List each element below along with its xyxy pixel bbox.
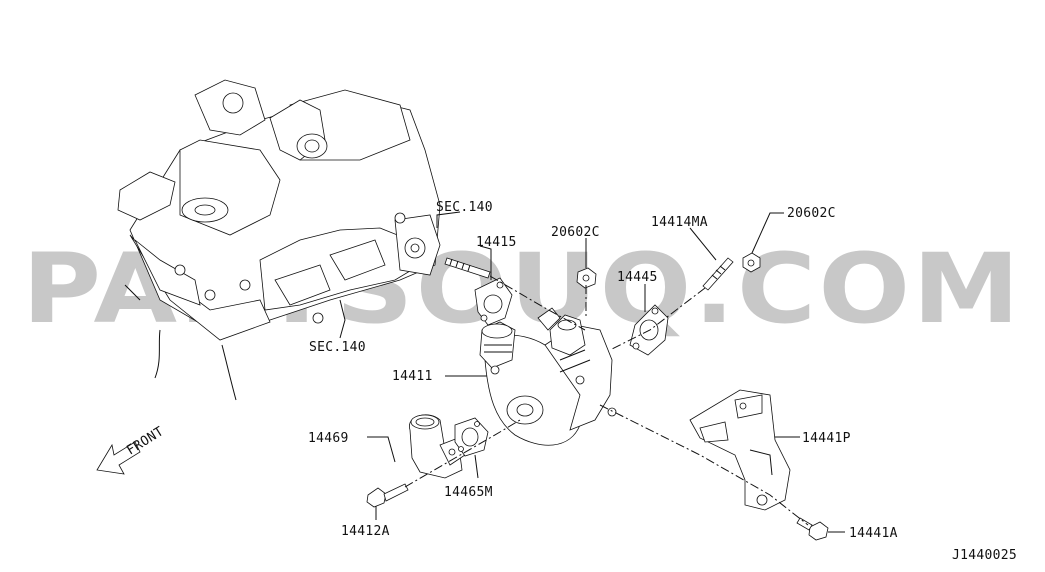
label-14441a: 14441A [849,526,898,541]
gasket-14465m [454,417,489,457]
label-14445: 14445 [617,270,658,285]
label-14412a: 14412A [341,524,390,539]
bolt-14412a [366,483,409,508]
centerline-stud [609,287,706,351]
label-14465m: 14465M [444,485,493,500]
engine-cylinder-head [117,79,441,401]
nut-20602c-a [576,267,597,289]
centerline-elbow [404,419,521,488]
label-14441p: 14441P [802,431,851,446]
label-14469: 14469 [308,431,349,446]
stud-14414ma [702,257,734,291]
label-20602c-a: 20602C [551,225,600,240]
gasket-14415 [474,277,513,326]
turbocharger-14411 [479,307,617,446]
elbow-outlet-14469 [409,414,466,479]
front-arrow-icon [96,441,141,475]
bolt-14441a [796,517,829,541]
front-label: FRONT [124,424,166,458]
label-sec140-top: SEC.140 [436,200,493,215]
label-14411: 14411 [392,369,433,384]
front-direction-indicator: FRONT [96,424,167,475]
label-14414ma: 14414MA [651,215,708,230]
stud-left [444,257,491,279]
diagram-code: J1440025 [952,548,1017,563]
label-14415: 14415 [476,235,517,250]
centerline-main [489,275,809,526]
label-20602c-b: 20602C [787,206,836,221]
label-sec140-bottom: SEC.140 [309,340,366,355]
bracket-14441p [689,389,791,511]
